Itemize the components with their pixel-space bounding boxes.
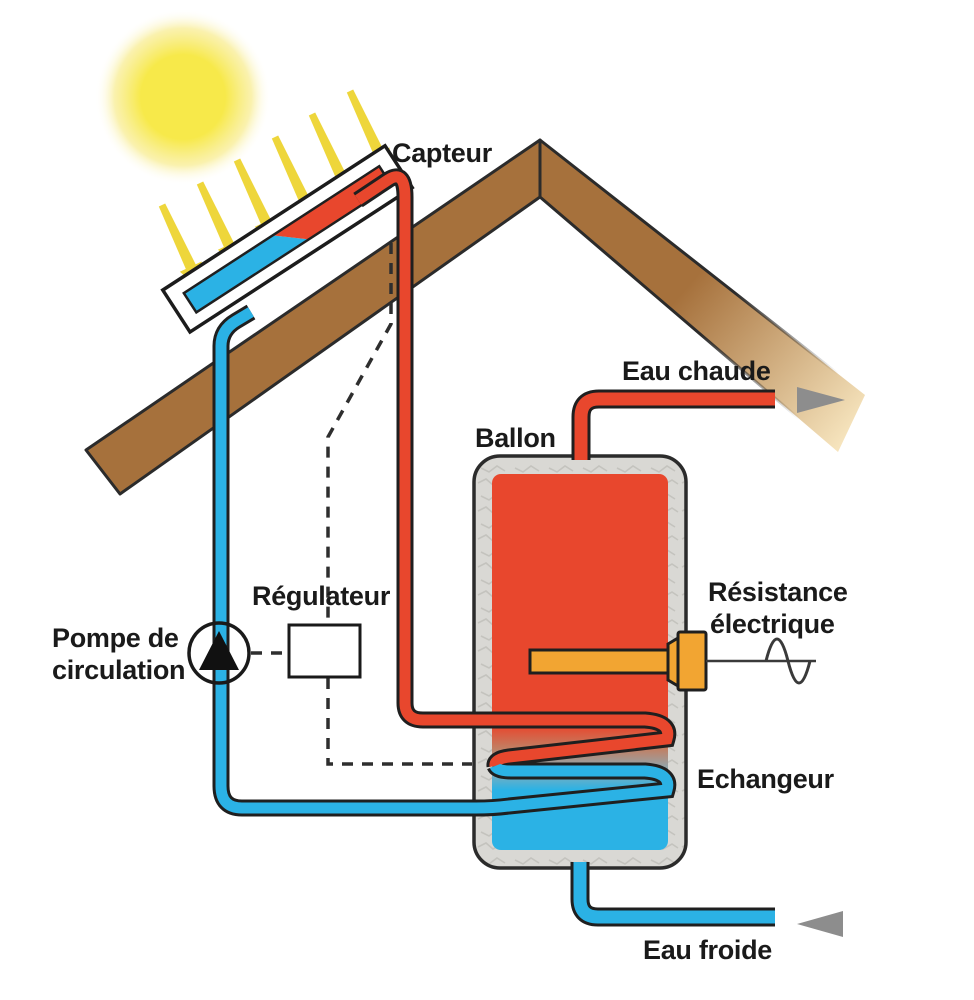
label-pompe-line2: circulation [52, 655, 185, 685]
label-eau-froide: Eau froide [643, 935, 772, 965]
sensor-line-tank [326, 678, 472, 766]
heating-element-rod [528, 648, 670, 675]
circulation-pump [187, 621, 251, 685]
label-eau-chaude: Eau chaude [622, 356, 771, 386]
cold-water-inlet-outline [570, 862, 775, 927]
cold-pipe [215, 307, 674, 814]
sensor-dashed-lines [251, 243, 472, 766]
solar-collector [160, 143, 415, 335]
roof-right-slope [538, 138, 867, 454]
label-regulateur: Régulateur [252, 581, 391, 611]
regulator-box [287, 623, 362, 679]
ac-current-icon [764, 637, 812, 685]
pump-body [187, 621, 251, 685]
collector-absorber-cold [183, 235, 309, 313]
label-capteur: Capteur [392, 138, 493, 168]
hot-pipe [354, 171, 674, 767]
heating-element-plug [676, 630, 708, 692]
sun [95, 9, 271, 185]
label-pompe-line1: Pompe de [52, 623, 179, 653]
cold-water-inlet-pipe [573, 862, 775, 924]
label-resistance-line2: électrique [710, 609, 835, 639]
label-echangeur: Echangeur [697, 764, 835, 794]
label-ballon: Ballon [475, 423, 556, 453]
cold-water-flow-arrow-icon [797, 911, 843, 937]
collector-absorber-hot [272, 166, 392, 240]
pump-triangle-icon [199, 631, 239, 670]
label-resistance-line1: Résistance [708, 577, 848, 607]
hot-water-flow-arrow-icon [797, 387, 845, 413]
heating-element [528, 630, 816, 692]
hot-water-outlet-outline [571, 389, 775, 460]
hot-water-outlet-pipe [574, 392, 775, 460]
sensor-line-collector [326, 243, 393, 624]
